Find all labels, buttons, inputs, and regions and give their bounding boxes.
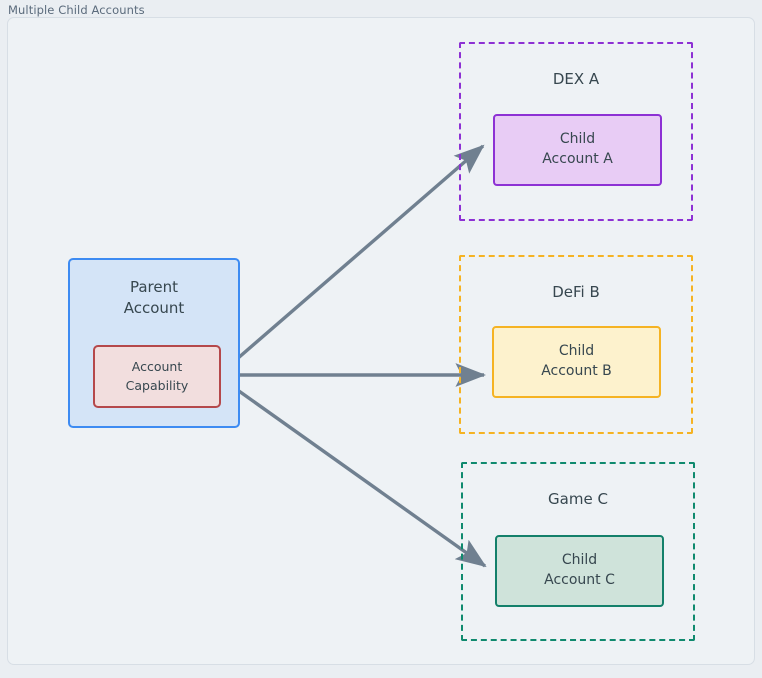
child-account-c-node[interactable]: Child Account C [495, 535, 664, 607]
group-game-c: Game C [461, 462, 695, 641]
group-dex-a-label: DEX A [552, 70, 600, 88]
group-dex-a: DEX A [459, 42, 693, 221]
group-defi-b-label: DeFi B [552, 283, 600, 301]
parent-account-label: Parent Account [123, 278, 185, 318]
child-account-a-label: Child Account A [542, 131, 613, 167]
group-defi-b: DeFi B [459, 255, 693, 434]
group-game-c-label: Game C [548, 490, 608, 508]
child-account-c-label: Child Account C [544, 552, 615, 588]
child-account-b-label: Child Account B [541, 343, 612, 379]
child-account-b-node[interactable]: Child Account B [492, 326, 661, 398]
child-account-a-node[interactable]: Child Account A [493, 114, 662, 186]
account-capability-node[interactable]: Account Capability [93, 345, 221, 408]
diagram-title: Multiple Child Accounts [8, 3, 145, 17]
account-capability-label: Account Capability [125, 359, 189, 393]
